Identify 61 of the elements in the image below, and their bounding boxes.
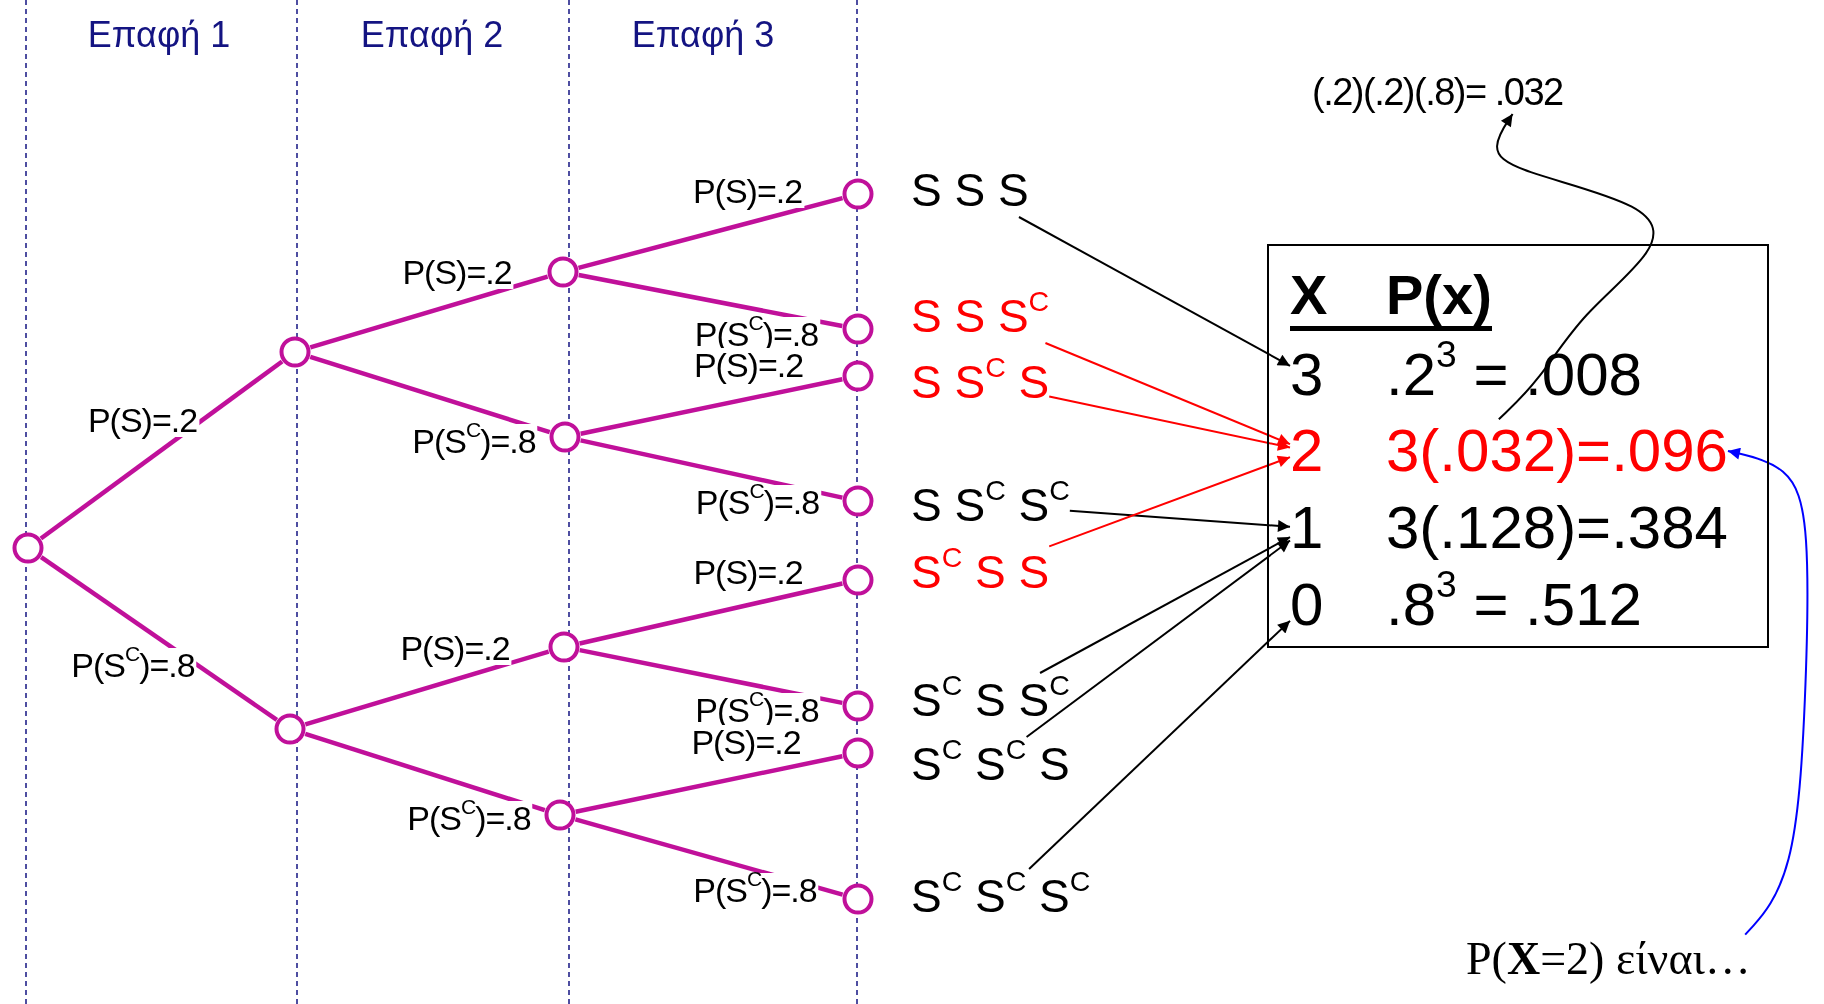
tree-node-circle [274, 713, 306, 745]
column-heading: Επαφή 1 [87, 14, 231, 56]
outcome-sequence: S S S [911, 163, 1029, 217]
probability-table [1267, 244, 1769, 648]
probability-value: 3(.032)=.096 [1386, 418, 1728, 484]
tree-branch-line [579, 581, 843, 646]
arrow [1726, 447, 1809, 936]
outcome-sequence: S S$^{C}$ S [911, 355, 1050, 409]
tree-node-circle [544, 799, 576, 831]
tree-branch-line [579, 647, 843, 706]
x-value: 1 [1290, 495, 1324, 561]
outcome-sequence: S$^{C}$ S S [911, 545, 1050, 599]
arrow [1044, 342, 1291, 446]
table-header: P(x) [1386, 264, 1492, 331]
column-heading: Επαφή 3 [631, 14, 775, 56]
tree-node-circle [842, 883, 874, 915]
tree-node-circle [842, 564, 874, 596]
outcome-sequence: S S S$^{C}$ [911, 289, 1050, 343]
question-text: P(X=2) είναι… [1466, 932, 1751, 986]
arrow [1039, 536, 1291, 674]
arrow [1048, 455, 1291, 548]
tree-branch-line [304, 731, 546, 813]
tree-node-circle [842, 485, 874, 517]
arrow [1068, 509, 1291, 532]
tree-branch-line [304, 649, 550, 727]
tree-node-circle [547, 256, 579, 288]
calculation-note: (.2)(.2)(.8)= .032 [1312, 70, 1563, 114]
tree-node-circle [548, 631, 580, 663]
arrow [1048, 395, 1291, 451]
arrow [1017, 216, 1291, 367]
tree-node-circle [842, 178, 874, 210]
outcome-sequence: S$^{C}$ S$^{C}$ S$^{C}$ [911, 869, 1091, 923]
tree-branch-line [575, 754, 843, 814]
tree-branch-line [578, 272, 843, 329]
arrow [1028, 619, 1291, 870]
tree-node-circle [842, 360, 874, 392]
tree-node-circle [279, 336, 311, 368]
probability-value: .8$^{3}$ = .512 [1386, 572, 1642, 638]
tree-branch-line [39, 555, 279, 722]
x-value: 2 [1290, 418, 1324, 484]
tree-branch-line [580, 377, 843, 436]
outcome-sequence: S$^{C}$ S S$^{C}$ [911, 673, 1070, 727]
x-value: 3 [1290, 342, 1324, 408]
tree-branch-line [309, 354, 551, 435]
tree-branch-line [39, 359, 284, 541]
tree-node-circle [842, 737, 874, 769]
tree-node-circle [842, 313, 874, 345]
arrow [1025, 539, 1291, 738]
probability-value: 3(.128)=.384 [1386, 495, 1728, 561]
tree-node-circle [842, 690, 874, 722]
tree-branch-line [580, 438, 843, 500]
tree-branch-line [309, 274, 549, 350]
outcome-sequence: S$^{C}$ S$^{C}$ S [911, 737, 1070, 791]
outcome-sequence: S S$^{C}$ S$^{C}$ [911, 478, 1070, 532]
column-heading: Επαφή 2 [360, 14, 504, 56]
probability-value: .2$^{3}$ = .008 [1386, 342, 1642, 408]
tree-branch-line [577, 195, 844, 271]
x-value: 0 [1290, 572, 1324, 638]
arrow [1496, 113, 1655, 421]
tree-node-circle [12, 532, 44, 564]
tree-node-circle [549, 421, 581, 453]
